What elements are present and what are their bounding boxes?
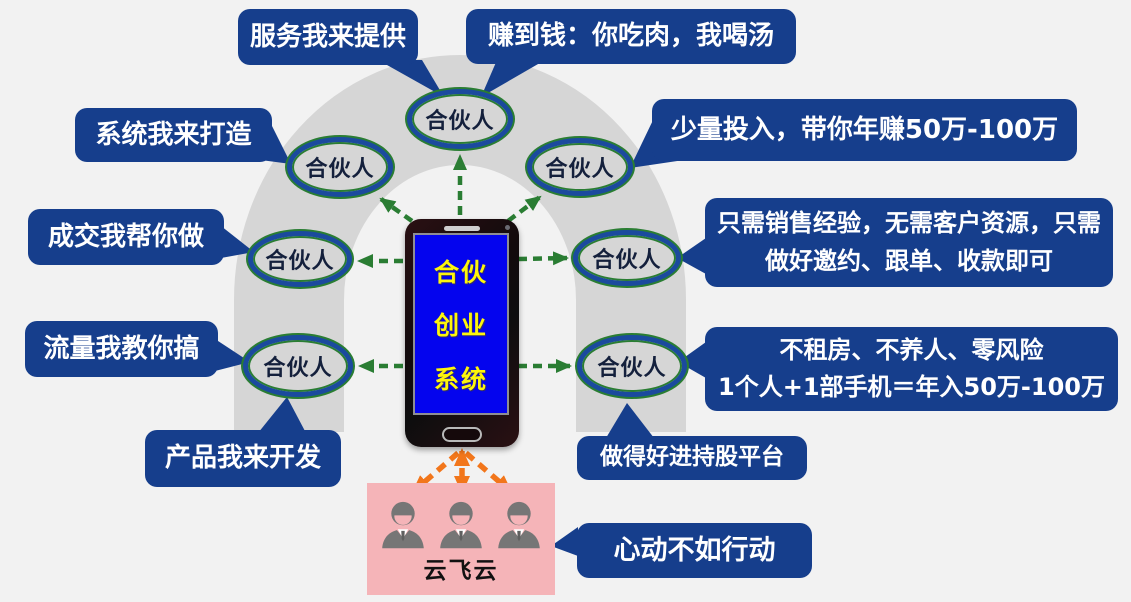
callout-product-label: 产品我来开发 [164, 443, 321, 474]
team-members [377, 499, 545, 549]
phone-speaker [444, 226, 480, 231]
callout-norisk-line-2: 1个人+1部手机＝年入50万-100万 [718, 373, 1105, 401]
partner-ellipse-mid-right: 合伙人 [573, 230, 681, 286]
callout-traffic: 流量我教你搞 [25, 321, 218, 377]
callout-product: 产品我来开发 [145, 430, 341, 487]
callout-norisk-tail [678, 342, 706, 378]
green-arrow-upper-left [379, 197, 414, 223]
callout-sales-line-1: 只需销售经验，无需客户资源，只需 [717, 209, 1101, 238]
businessman-icon [440, 501, 482, 549]
partner-ellipse-mid-left: 合伙人 [248, 231, 352, 287]
callout-deal-tail [221, 226, 254, 258]
callout-equity-tail [606, 403, 654, 438]
partner-label: 合伙人 [305, 157, 375, 182]
callout-deal: 成交我帮你做 [28, 209, 224, 265]
partner-ellipse-lower-right: 合伙人 [577, 335, 687, 397]
callout-money-label: 赚到钱：你吃肉，我喝汤 [487, 21, 774, 52]
callout-sales-tail [677, 238, 706, 274]
callout-norisk-line-1: 不租房、不养人、零风险 [779, 335, 1044, 364]
callout-action-label: 心动不如行动 [613, 534, 776, 566]
callout-action-tail [551, 527, 578, 556]
callout-traffic-label: 流量我教你搞 [43, 333, 200, 364]
phone-screen-line-2: 创业 [433, 311, 488, 340]
partner-label: 合伙人 [265, 249, 335, 274]
partner-ellipse-top: 合伙人 [407, 89, 513, 149]
partner-label: 合伙人 [545, 157, 615, 182]
callout-service: 服务我来提供 [238, 9, 418, 65]
businessman-icon [382, 501, 424, 549]
callout-equity-label: 做得好进持股平台 [600, 444, 784, 471]
partner-label: 合伙人 [263, 356, 333, 381]
callout-sales: 只需销售经验，无需客户资源，只需 做好邀约、跟单、收款即可 [705, 198, 1113, 287]
phone-home-button [442, 427, 482, 442]
partner-ellipse-lower-left: 合伙人 [243, 335, 353, 397]
green-arrow-mid-right [517, 251, 569, 266]
partner-ellipse-upper-right: 合伙人 [527, 138, 633, 196]
callout-money: 赚到钱：你吃肉，我喝汤 [466, 9, 796, 64]
callout-invest-label: 少量投入，带你年赚50万-100万 [670, 114, 1059, 145]
callout-money-tail [481, 60, 545, 97]
businessman-icon [498, 501, 540, 549]
team-box: 云飞云 [367, 483, 555, 595]
callout-equity: 做得好进持股平台 [577, 436, 807, 480]
callout-sales-line-2: 做好邀约、跟单、收款即可 [765, 246, 1053, 275]
partner-label: 合伙人 [425, 109, 495, 134]
phone-screen-line-1: 合伙 [433, 257, 488, 287]
callout-traffic-tail [215, 339, 250, 371]
partner-ellipse-upper-left: 合伙人 [287, 137, 393, 197]
team-label: 云飞云 [423, 558, 499, 584]
callout-service-tail [378, 60, 444, 97]
partner-label: 合伙人 [592, 248, 662, 273]
callout-product-tail [258, 397, 306, 433]
phone-camera-icon [505, 225, 510, 230]
callout-norisk: 不租房、不养人、零风险 1个人+1部手机＝年入50万-100万 [705, 327, 1118, 411]
partner-label: 合伙人 [597, 356, 667, 381]
orange-arrow-right [464, 450, 513, 494]
phone-screen-line-3: 系统 [433, 364, 488, 394]
callout-action: 心动不如行动 [577, 523, 812, 578]
callout-service-label: 服务我来提供 [249, 21, 406, 52]
green-arrow-upper-right [506, 195, 542, 223]
callout-system: 系统我来打造 [75, 108, 272, 162]
callout-system-label: 系统我来打造 [95, 119, 252, 150]
smartphone: 合伙 创业 系统 [405, 219, 519, 447]
callout-deal-label: 成交我帮你做 [47, 221, 204, 252]
orange-arrow-left [411, 450, 460, 494]
callout-invest: 少量投入，带你年赚50万-100万 [652, 99, 1077, 161]
phone-screen: 合伙 创业 系统 [415, 235, 507, 413]
